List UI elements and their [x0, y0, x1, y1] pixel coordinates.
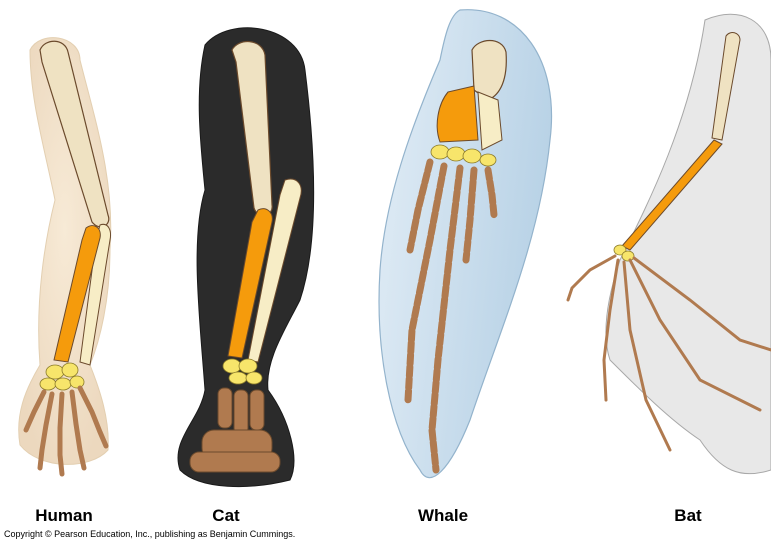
human-arm: [19, 38, 111, 474]
copyright-notice: Copyright © Pearson Education, Inc., pub…: [4, 529, 295, 539]
cat-label: Cat: [212, 506, 239, 526]
cat-leg: [178, 28, 314, 487]
whale-label: Whale: [418, 506, 468, 526]
bat-wing: [568, 14, 771, 473]
whale-flipper: [379, 10, 551, 478]
whale-ulna: [478, 92, 502, 150]
human-label: Human: [35, 506, 93, 526]
bat-label: Bat: [674, 506, 701, 526]
